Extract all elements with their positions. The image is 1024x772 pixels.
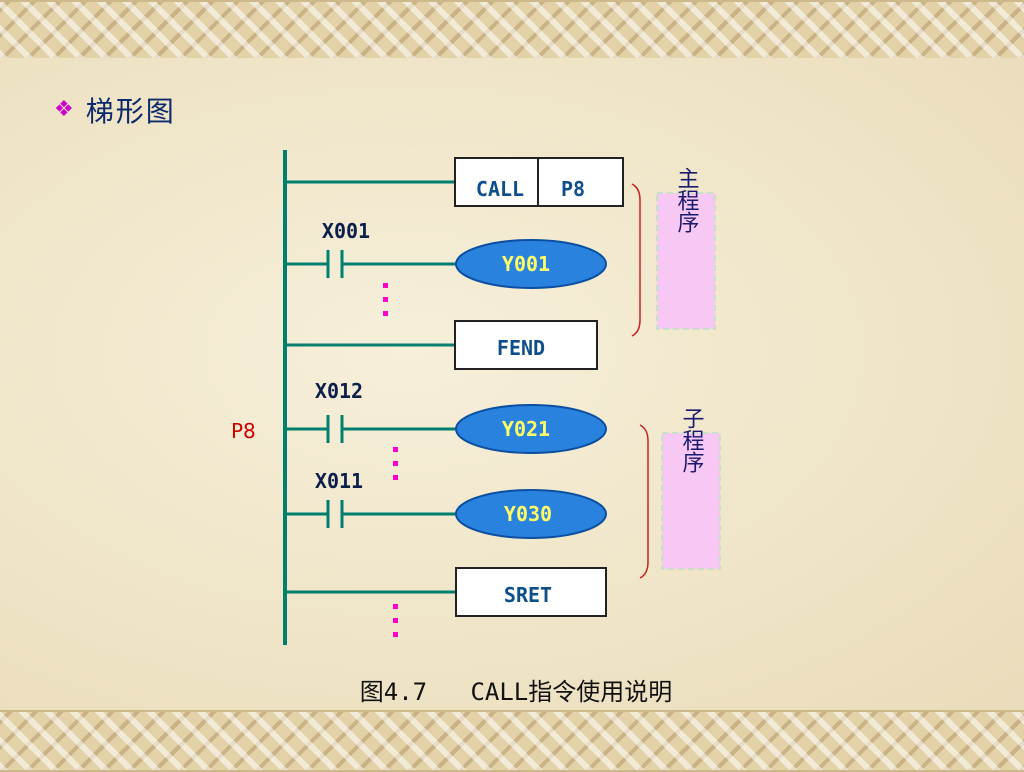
continuation-dots-2 <box>393 447 398 480</box>
heading-text: 梯形图 <box>85 95 176 128</box>
top-decorative-border <box>0 0 1024 60</box>
sret-text: SRET <box>504 583 552 607</box>
sub-program-label: 子程序 <box>679 407 705 473</box>
coil-y001 <box>455 239 607 289</box>
coil-y001-label: Y001 <box>502 252 550 276</box>
continuation-dots-1 <box>383 283 388 316</box>
coil-y021 <box>455 404 607 454</box>
slide-heading: ❖ 梯形图 <box>54 90 176 130</box>
bottom-decorative-border <box>0 710 1024 772</box>
call-target-text: P8 <box>561 177 585 201</box>
sret-instruction-box <box>455 567 607 617</box>
fend-instruction-box <box>454 320 598 370</box>
continuation-dots-3 <box>393 604 398 637</box>
contact-x001-label: X001 <box>322 219 370 243</box>
coil-y030-label: Y030 <box>504 502 552 526</box>
main-program-label-box <box>656 192 716 330</box>
coil-y021-label: Y021 <box>502 417 550 441</box>
main-program-label: 主程序 <box>674 167 700 233</box>
contact-x011-label: X011 <box>315 469 363 493</box>
pointer-p8-label: P8 <box>231 419 256 443</box>
fend-text: FEND <box>497 336 545 360</box>
call-text: CALL <box>476 177 524 201</box>
coil-y030 <box>455 489 607 539</box>
call-instruction-box <box>454 157 539 207</box>
main-program-brace <box>631 183 641 337</box>
sub-program-brace <box>639 424 649 579</box>
figure-caption: 图4.7 CALL指令使用说明 <box>360 678 673 706</box>
contact-x012-label: X012 <box>315 379 363 403</box>
sub-program-label-box <box>661 432 721 570</box>
diamond-cluster-icon: ❖ <box>54 97 74 122</box>
call-target-box <box>537 157 624 207</box>
